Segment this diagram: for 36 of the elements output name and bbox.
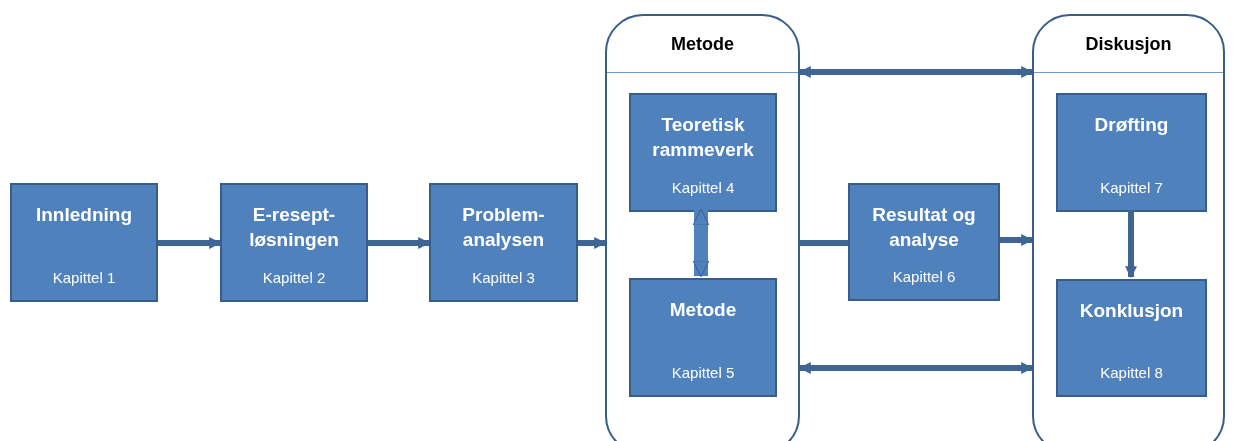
arrow xyxy=(578,237,607,249)
box-title: Metode xyxy=(669,298,737,322)
process-box xyxy=(10,183,158,302)
box-title: Innledning xyxy=(35,203,132,227)
arrow xyxy=(158,237,222,249)
arrow xyxy=(798,362,1034,374)
arrow xyxy=(798,66,1034,78)
chapter-label: Kapittel 1 xyxy=(52,269,116,286)
box-title: Konklusjon xyxy=(1079,299,1184,323)
box-title: Resultat og analyse xyxy=(871,203,977,252)
section-heading: Diskusjon xyxy=(1085,33,1172,55)
process-box xyxy=(429,183,578,302)
arrow xyxy=(692,208,710,278)
process-box xyxy=(629,278,777,397)
arrow xyxy=(1000,234,1034,246)
section-panel xyxy=(1032,14,1225,441)
process-box xyxy=(848,183,1000,301)
chapter-label: Kapittel 5 xyxy=(671,364,735,381)
chapter-label: Kapittel 6 xyxy=(892,268,956,285)
chapter-label: Kapittel 3 xyxy=(472,269,535,286)
chapter-label: Kapittel 7 xyxy=(1100,179,1163,196)
box-title: E-resept-løsningen xyxy=(248,203,340,252)
chapter-label: Kapittel 2 xyxy=(262,269,326,286)
chapter-label: Kapittel 8 xyxy=(1100,364,1163,381)
box-title: Problem-analysen xyxy=(461,203,546,252)
section-heading: Metode xyxy=(671,33,734,55)
process-box xyxy=(220,183,368,302)
box-title: Teoretisk rammeverk xyxy=(651,113,755,162)
arrow xyxy=(1125,210,1137,279)
process-box xyxy=(1056,93,1207,212)
arrow xyxy=(368,237,431,249)
chapter-label: Kapittel 4 xyxy=(671,179,735,196)
process-box xyxy=(629,93,777,212)
box-title: Drøfting xyxy=(1094,113,1169,137)
section-panel xyxy=(605,14,800,441)
process-box xyxy=(1056,279,1207,397)
